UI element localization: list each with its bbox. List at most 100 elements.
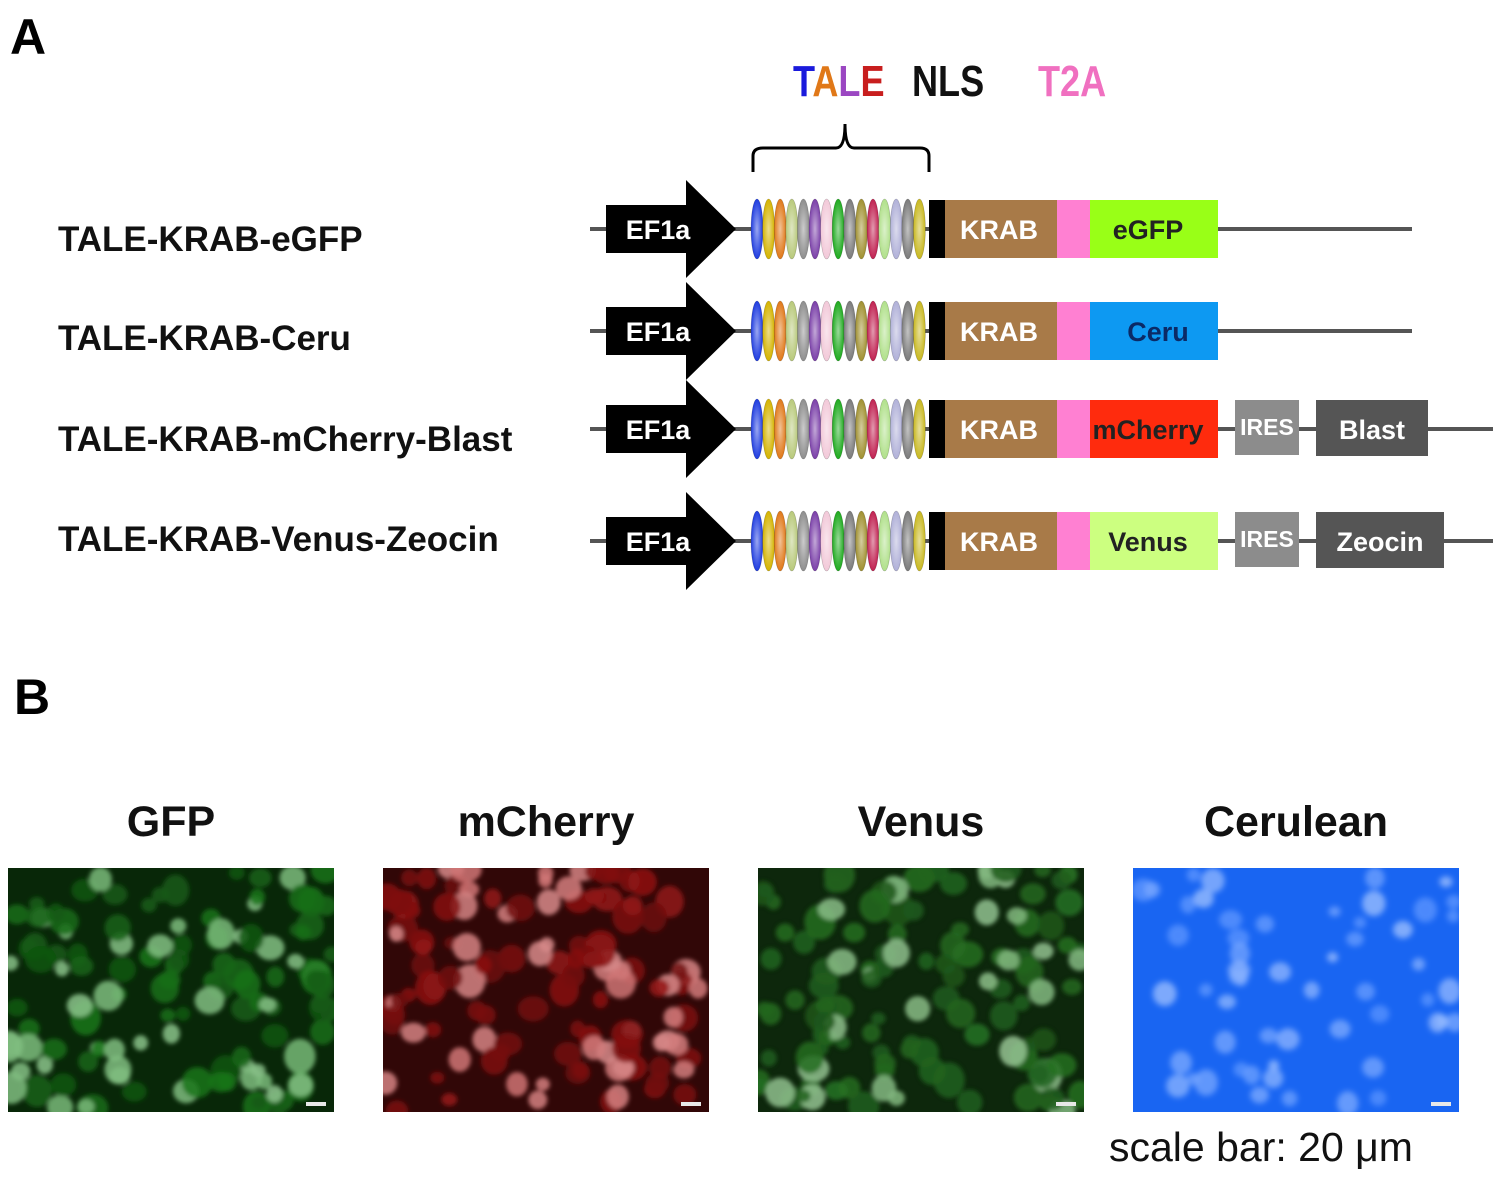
tale-repeat-shine: [809, 511, 821, 571]
cell: [997, 949, 1020, 971]
tale-repeat-shine: [890, 199, 903, 259]
cell: [102, 884, 128, 905]
scale-bar: [1056, 1102, 1076, 1106]
tale-repeat-shine: [832, 301, 845, 361]
tale-repeat-shine: [843, 301, 856, 361]
krab-box: [945, 200, 1057, 258]
tale-repeat-shine: [855, 301, 868, 361]
reporter-label: Ceru: [1127, 317, 1189, 347]
tale-repeat-shine: [878, 199, 891, 259]
tale-repeat-shine: [774, 301, 787, 361]
tale-repeat-shine: [832, 511, 845, 571]
cell: [1446, 894, 1459, 909]
cell: [383, 1071, 398, 1095]
cell: [1143, 881, 1161, 898]
micrograph-title: Venus: [857, 798, 985, 846]
cell: [688, 978, 708, 999]
cell: [270, 1103, 286, 1112]
cell: [612, 1058, 635, 1078]
scale-bar: [681, 1102, 701, 1106]
cell: [562, 963, 585, 988]
cell: [823, 875, 846, 894]
cell: [415, 939, 433, 955]
selection-marker-box: [1316, 512, 1444, 568]
cell: [505, 894, 535, 922]
cell: [1031, 1064, 1049, 1084]
tale-repeat-shine: [901, 301, 914, 361]
cell: [1193, 889, 1214, 909]
cell: [288, 1073, 314, 1097]
cell: [775, 923, 795, 942]
legend-nls: NLS: [912, 57, 985, 106]
cell: [649, 1056, 672, 1080]
reporter-box: [1090, 200, 1218, 258]
tale-repeat-shine: [809, 301, 821, 361]
cell: [758, 881, 775, 906]
cell: [454, 964, 486, 999]
cell: [1170, 1050, 1192, 1075]
cell: [383, 888, 412, 915]
cell: [990, 868, 1022, 883]
t2a-box: [1057, 302, 1090, 360]
cell: [315, 895, 334, 916]
cell: [765, 1077, 795, 1108]
micrograph-title: GFP: [126, 798, 216, 846]
cell: [438, 965, 463, 990]
cell: [628, 868, 657, 896]
cell: [448, 1047, 471, 1072]
cell: [946, 998, 976, 1029]
cell: [1328, 906, 1341, 917]
cell: [467, 1000, 487, 1021]
cell: [151, 887, 169, 903]
cell: [36, 1055, 53, 1074]
cell: [1214, 1030, 1236, 1054]
tale-repeat-shine: [913, 199, 926, 259]
cell: [887, 924, 907, 945]
cell: [815, 996, 835, 1014]
cell: [536, 889, 561, 916]
cell-cluster: [383, 868, 708, 1112]
cell: [1365, 868, 1385, 889]
cell: [813, 1011, 836, 1032]
cell: [162, 1023, 181, 1044]
cell: [1281, 1090, 1298, 1107]
tale-repeat-shine: [820, 301, 833, 361]
tale-repeat-shine: [762, 199, 775, 259]
cell: [862, 1023, 881, 1043]
cell: [228, 868, 245, 880]
cell: [592, 868, 620, 885]
cell: [41, 1038, 67, 1061]
cell: [835, 1035, 851, 1050]
tale-repeat-shine: [855, 199, 868, 259]
nls-block: [929, 400, 945, 458]
cell: [258, 997, 277, 1012]
tale-repeat-shine: [751, 301, 763, 361]
cell: [671, 962, 688, 981]
cell: [384, 1004, 406, 1026]
cell: [622, 895, 643, 916]
cell: [859, 889, 891, 923]
tale-repeat-shine: [867, 511, 879, 571]
reporter-label: mCherry: [1092, 415, 1203, 445]
cell: [390, 992, 409, 1008]
promoter-label: EF1a: [626, 215, 692, 245]
cell: [104, 914, 131, 942]
construct-label: TALE-KRAB-mCherry-Blast: [58, 420, 513, 459]
cell: [843, 922, 866, 943]
ires-box: [1235, 512, 1299, 567]
cell: [22, 1074, 53, 1108]
ires-box: [1235, 400, 1299, 455]
krab-box: [945, 512, 1057, 570]
legend-t2a: T2A: [1038, 57, 1107, 106]
cell: [1356, 982, 1375, 1001]
reporter-label: eGFP: [1113, 215, 1184, 245]
cell: [989, 1001, 1018, 1031]
tale-repeat-shine: [809, 399, 821, 459]
cell: [1362, 890, 1386, 917]
cell: [956, 1089, 983, 1112]
cell: [817, 898, 846, 921]
cell: [305, 970, 327, 991]
cell: [664, 1033, 689, 1056]
